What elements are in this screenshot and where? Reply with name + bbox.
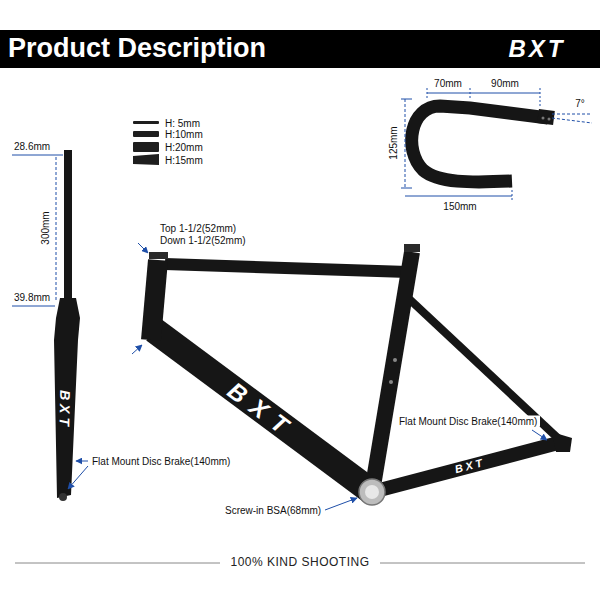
brand-logo: BXT [509,36,566,62]
leader-arrow [325,498,357,510]
dimension-line [540,88,541,108]
bottom-bracket [359,479,385,505]
handlebar-body [412,106,548,182]
caption-rule [15,563,220,564]
frame-logo: BXT [58,390,73,430]
spacer-icon [133,121,159,124]
dimension-line [12,155,63,156]
bottom-bracket-bore [365,485,379,499]
dimension-line [12,306,55,307]
chainstay [372,442,562,492]
dimension-label: 125mm [389,126,399,159]
callout-label: Flat Mount Disc Brake(140mm) [92,456,230,467]
handlebar-clamp [537,109,555,125]
dimension-line [427,93,540,94]
fork-dimensions [12,155,88,489]
frame-logo: BXT [454,457,487,476]
callout-label: Down 1-1/2(52mm) [160,235,246,246]
frame-leaders [132,243,547,510]
dimension-label: 28.6mm [14,141,50,152]
leader-arrow [132,345,142,354]
fork-blade [54,298,80,498]
handlebar-port [548,118,551,121]
spacer-icon [133,142,159,152]
seat-tube [372,252,412,492]
handlebar-dimensions [401,88,592,200]
spacer-label: H:15mm [165,154,203,165]
caption: 100% KIND SHOOTING [227,556,372,569]
down-tube [154,330,372,492]
spacer-icon [133,154,159,165]
bottle-boss [393,358,397,362]
callout-label: Screw-in BSA(68mm) [225,505,321,516]
top-tube [165,264,408,272]
dimension-label: 70mm [434,78,462,89]
handlebar [412,106,555,182]
callout-label: Top 1-1/2(52mm) [160,223,236,234]
handlebar-port [542,117,545,120]
angle-line [552,118,592,123]
caption-rule [380,563,585,564]
spacer-label: H:10mm [165,129,203,140]
fork [54,150,80,501]
rear-dropout [552,432,572,452]
dimension-label: 150mm [443,201,476,212]
dimension-line [401,188,412,189]
head-tube [151,260,158,340]
frame-logo: BXT [223,378,300,444]
leader-arrow [138,243,148,253]
dimension-label: 90mm [491,78,519,89]
title-banner [0,30,600,68]
spacer-icon [133,131,159,137]
spacer-icons [133,121,159,165]
headset-cap [149,252,168,259]
dimension-label: 300mm [41,211,51,244]
angle-line [552,114,592,115]
page-title: Product Description [8,34,266,64]
steerer-tube [64,150,72,300]
leader-arrow [76,461,88,462]
fork-dropout [59,493,67,501]
dimension-line [401,99,412,100]
dimension-line [56,157,57,301]
dimension-label: 39.8mm [14,292,50,303]
leader-arrow [532,430,547,440]
dimension-label: 7° [575,98,585,109]
dimension-line [512,190,513,200]
spacer-label: H:20mm [165,142,203,153]
seat-clamp [404,244,420,252]
leader-arrow [68,466,88,489]
dimension-line [427,88,428,100]
dimension-line [405,196,512,197]
bottle-boss [389,380,393,384]
spacer-label: H: 5mm [165,117,200,128]
callout-label: Flat Mount Disc Brake(140mm) [396,416,540,427]
dimension-line [405,99,406,188]
